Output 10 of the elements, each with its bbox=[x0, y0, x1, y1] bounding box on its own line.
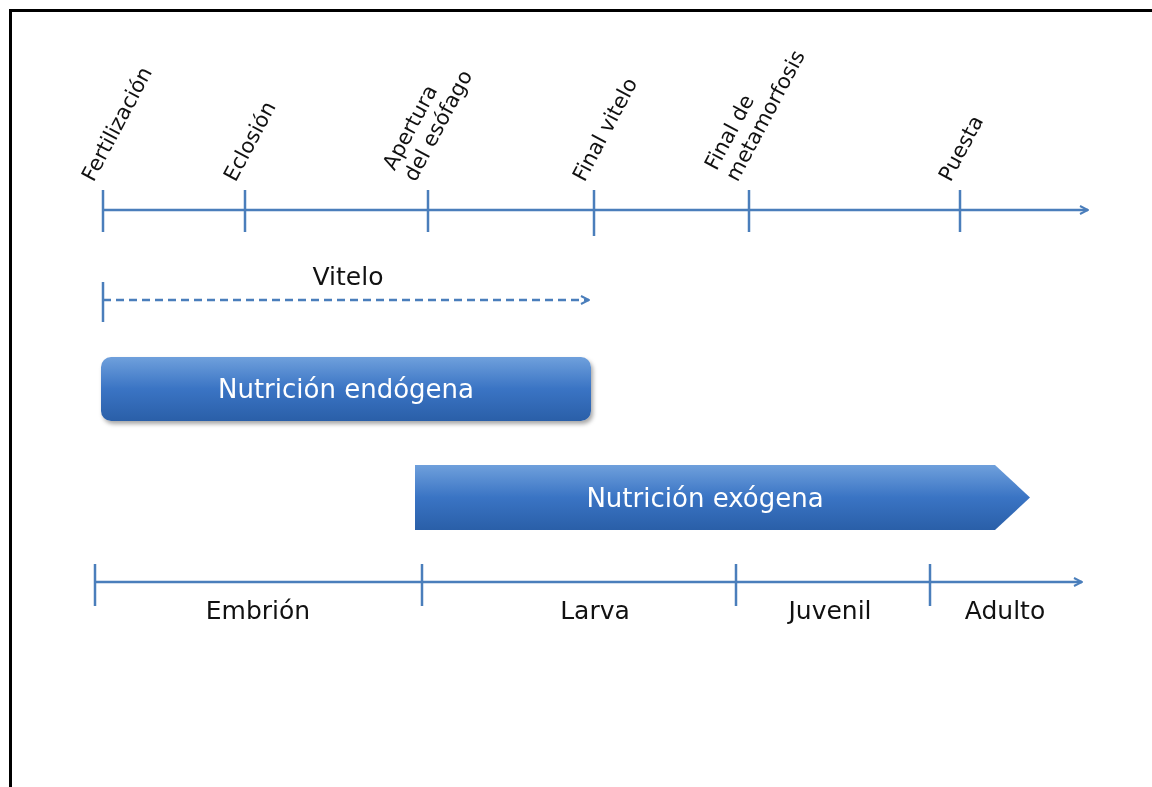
period-label: Vitelo bbox=[312, 262, 384, 291]
milestone-label: Final vitelo bbox=[567, 72, 644, 185]
stage-label: Adulto bbox=[964, 596, 1046, 625]
phase-arrow bbox=[415, 465, 1030, 530]
bar-label: Nutrición endógena bbox=[217, 374, 475, 404]
phase-bar bbox=[101, 357, 591, 421]
stage-label: Juvenil bbox=[788, 596, 872, 625]
stage-label: Embrión bbox=[205, 596, 311, 625]
stage-label: Larva bbox=[560, 596, 630, 625]
bar-label: Nutrición exógena bbox=[585, 482, 825, 513]
